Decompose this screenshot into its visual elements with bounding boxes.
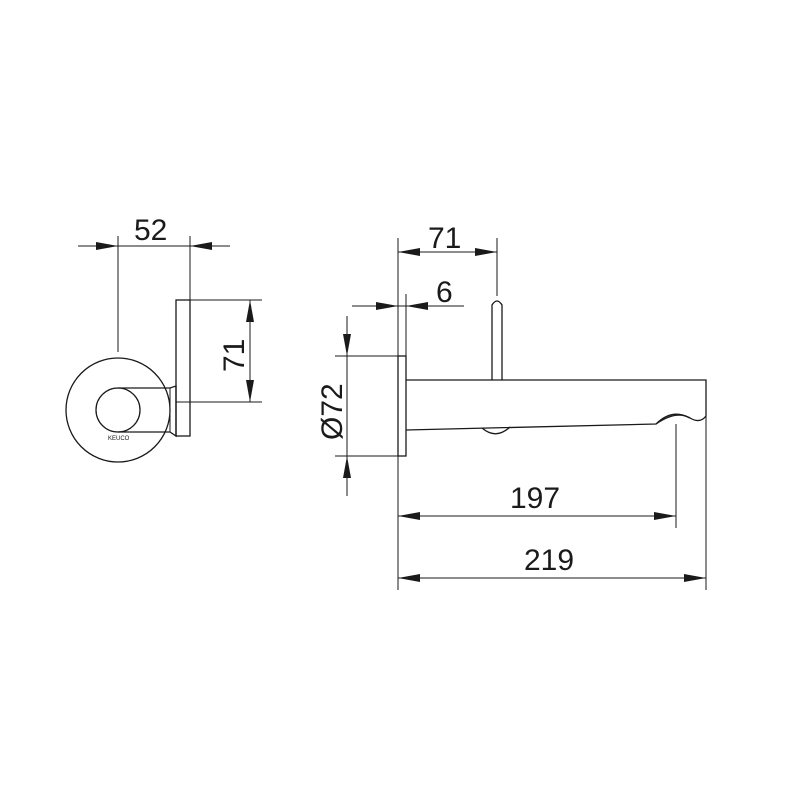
spout-outlet (655, 414, 691, 425)
keuco-logo: KEUCO (108, 436, 130, 442)
dim-label-72: Ø72 (316, 383, 349, 440)
arrow-6-left (376, 302, 398, 310)
rosette-side (397, 355, 407, 457)
cartridge-bump (481, 426, 511, 435)
arrow-219-left (398, 574, 420, 582)
arrow-52-right (190, 242, 212, 250)
lever-plate (175, 299, 191, 437)
arrow-52-left (96, 242, 118, 250)
lever-side (491, 300, 503, 380)
spout-body (405, 379, 707, 431)
handle-knob (95, 387, 141, 433)
arrow-6-right (406, 302, 428, 310)
arrow-219-right (684, 574, 706, 582)
arrow-72-top (343, 334, 351, 356)
arrow-197-right (654, 512, 676, 520)
dim-label-52: 52 (134, 214, 167, 247)
arrow-71s-left (398, 248, 420, 256)
dim-label-71-front: 71 (218, 339, 251, 372)
dim-label-219: 219 (524, 544, 574, 577)
front-view: KEUCO 52 71 (65, 214, 262, 463)
dim-label-197: 197 (510, 482, 560, 515)
side-view: 71 6 Ø72 197 219 (316, 222, 707, 590)
arrow-71s-right (475, 248, 497, 256)
arrow-71-top (246, 300, 254, 322)
arrow-72-bottom (343, 456, 351, 478)
dim-label-71-side: 71 (428, 222, 461, 255)
dim-label-6: 6 (436, 276, 453, 309)
arrow-197-left (398, 512, 420, 520)
arrow-71-bottom (246, 380, 254, 402)
rosette-outline (65, 357, 171, 463)
